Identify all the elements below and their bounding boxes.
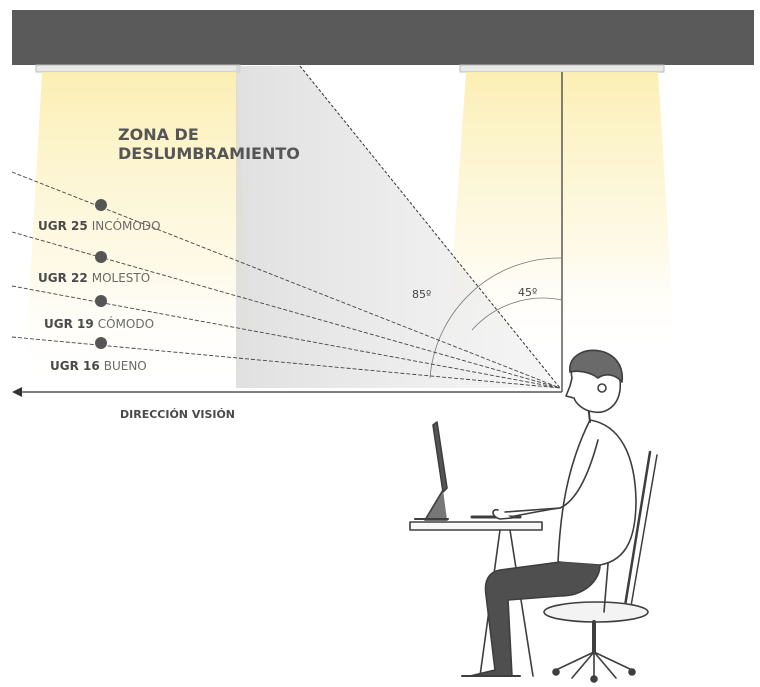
arm — [504, 439, 599, 513]
person-at-desk — [409, 349, 658, 683]
glare-zone — [236, 66, 560, 388]
light-beam-left — [24, 72, 252, 390]
luminaire-left — [35, 64, 241, 73]
monitor — [414, 421, 449, 521]
luminaire-right — [459, 64, 665, 73]
marker-ugr25 — [95, 199, 107, 211]
hand — [492, 508, 513, 520]
marker-ugr19 — [95, 295, 107, 307]
office-chair — [543, 450, 658, 683]
ceiling — [12, 10, 754, 65]
view-direction-arrowhead — [12, 387, 22, 397]
desk — [409, 521, 543, 677]
light-beam-right — [446, 72, 676, 360]
angle-85-label: 85º — [412, 288, 431, 301]
marker-ugr16 — [95, 337, 107, 349]
direction-label: DIRECCIÓN VISIÓN — [120, 408, 235, 421]
zone-title-line1: ZONA DE — [118, 125, 199, 144]
zone-title-line2: DESLUMBRAMIENTO — [118, 144, 300, 163]
angle-45-label: 45º — [518, 286, 537, 299]
glare-zone-edge — [299, 65, 561, 389]
marker-ugr22 — [95, 251, 107, 263]
sight-line-ugr22 — [11, 231, 561, 389]
angle-arc-45 — [471, 297, 563, 331]
hair — [569, 349, 624, 383]
torso — [557, 419, 637, 566]
